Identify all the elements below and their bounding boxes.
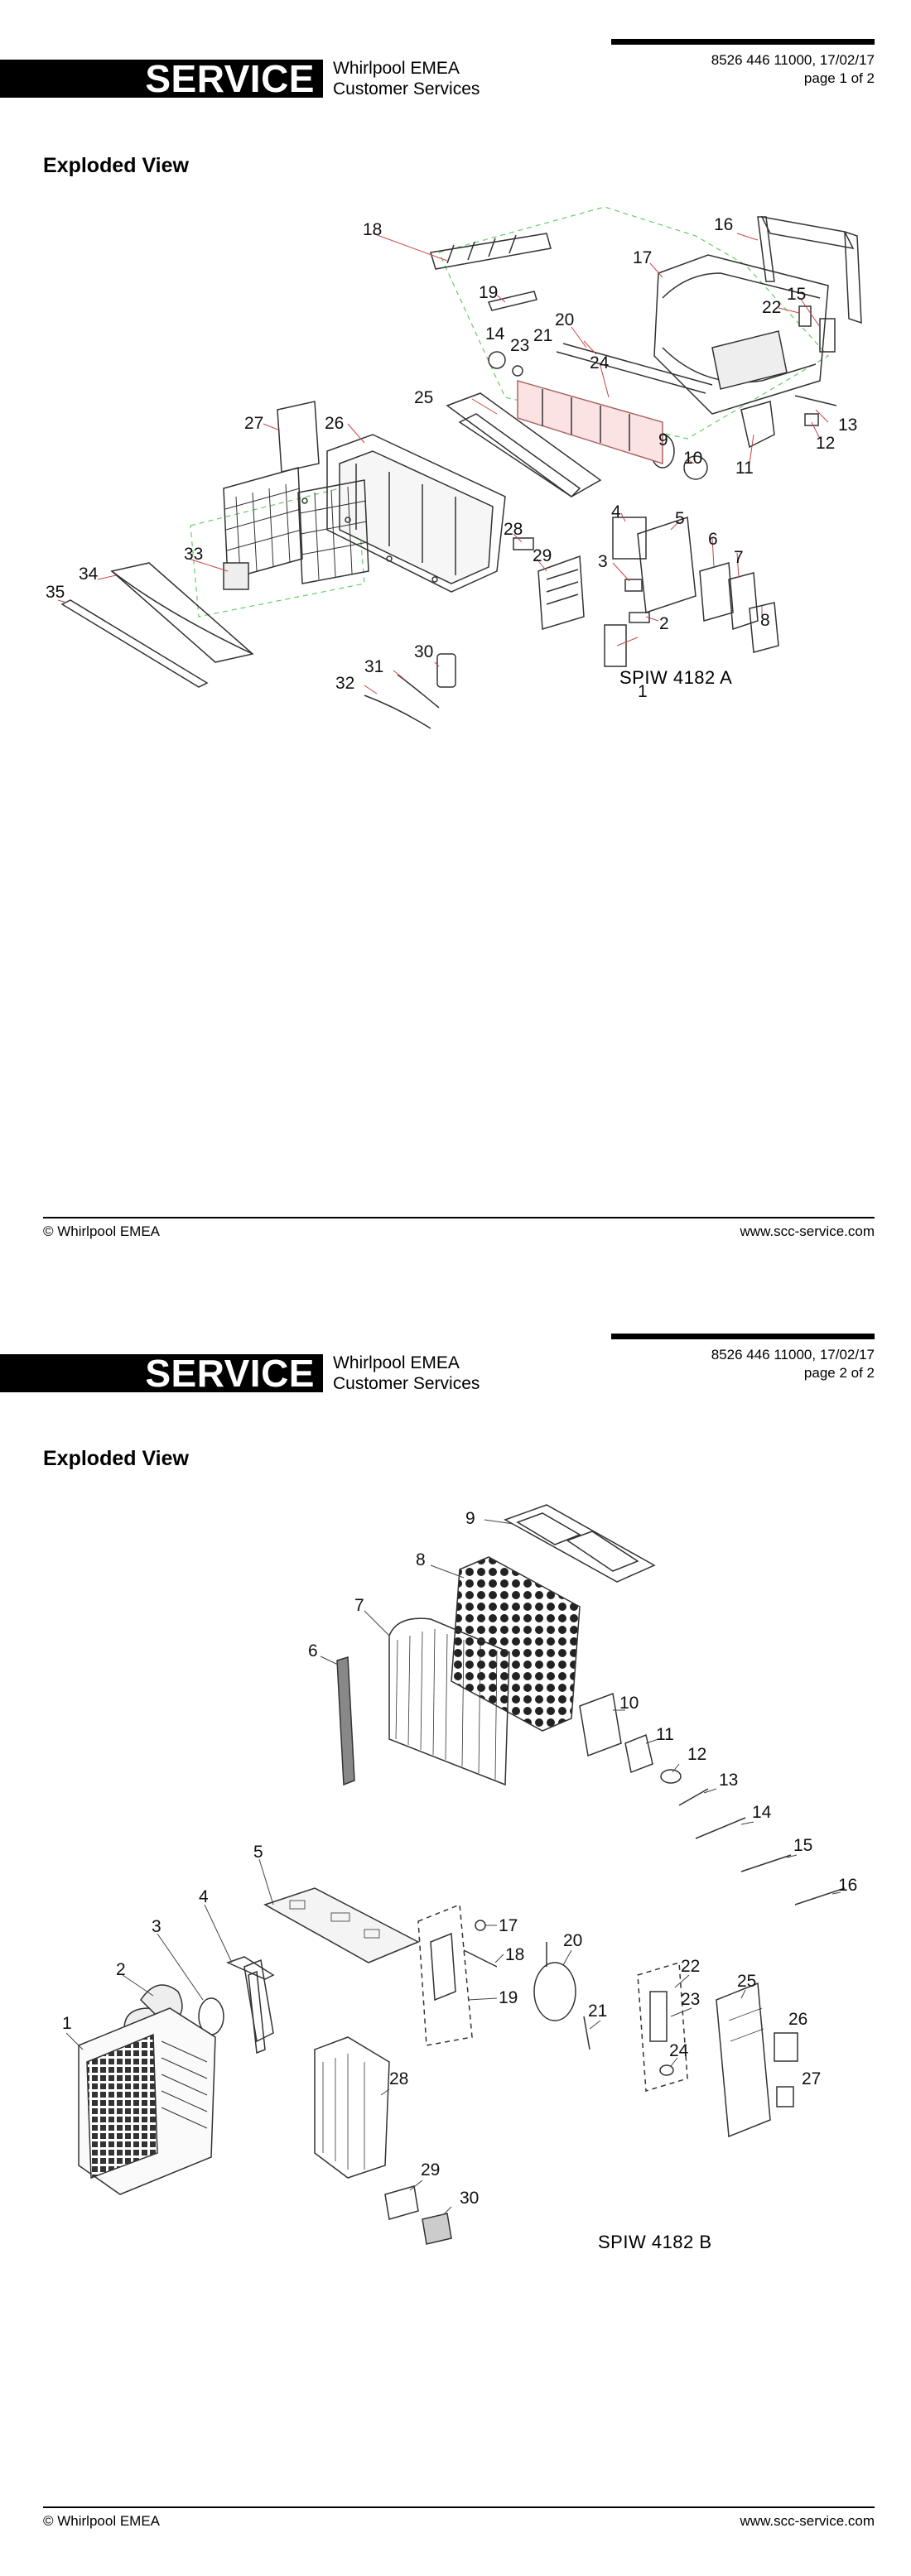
part-label: 18 xyxy=(363,220,382,239)
footer-rule xyxy=(43,2506,875,2508)
part-label: 18 xyxy=(505,1945,524,1964)
part-label: 28 xyxy=(389,2069,408,2088)
part-label: 9 xyxy=(658,430,668,449)
part-label: 21 xyxy=(588,2002,607,2021)
company-line-1: Whirlpool EMEA xyxy=(333,59,460,78)
footer-website-link[interactable]: www.scc-service.com xyxy=(740,1223,875,1239)
page-number: page 2 of 2 xyxy=(803,1365,875,1381)
page-number: page 1 of 2 xyxy=(803,70,875,86)
part-label: 14 xyxy=(485,324,505,344)
part-label: 27 xyxy=(244,414,263,433)
part-label: 34 xyxy=(79,565,99,584)
part-label: 22 xyxy=(762,298,781,317)
section-title: Exploded View xyxy=(43,1447,189,1470)
part-label: 10 xyxy=(619,1694,639,1713)
part-label: 19 xyxy=(479,283,498,302)
service-logo: SERVICE xyxy=(0,1354,323,1392)
part-label: 35 xyxy=(46,583,65,602)
part-label: 30 xyxy=(460,2189,479,2208)
indoor-unit-exploded-diagram: 1 2 3 4 5 6 7 8 9 10 11 12 13 14 15 16 1… xyxy=(46,206,862,729)
part-label: 1 xyxy=(638,682,648,701)
reference-number: 8526 446 11000, 17/02/17 xyxy=(711,1347,875,1362)
part-label: 23 xyxy=(510,336,529,355)
part-label: 8 xyxy=(416,1550,426,1569)
page-2: SERVICE Whirlpool EMEA Customer Services… xyxy=(0,1288,911,2576)
part-label: 13 xyxy=(719,1771,738,1790)
part-label: 26 xyxy=(325,414,344,433)
part-label: 19 xyxy=(499,1988,518,2007)
part-label: 15 xyxy=(787,285,806,304)
part-label: 20 xyxy=(555,310,574,329)
section-title: Exploded View xyxy=(43,154,189,177)
company-line-2: Customer Services xyxy=(333,1374,480,1393)
part-label: 13 xyxy=(838,416,857,435)
part-label: 5 xyxy=(253,1843,263,1862)
part-label: 14 xyxy=(752,1803,772,1822)
part-label: 5 xyxy=(675,509,685,528)
part-label: 24 xyxy=(669,2041,689,2060)
part-number-labels-page-1: 1 2 3 4 5 6 7 8 9 10 11 12 13 14 15 16 1… xyxy=(46,215,857,701)
company-line-1: Whirlpool EMEA xyxy=(333,1353,460,1372)
part-label: 26 xyxy=(788,2010,807,2029)
footer-website-link[interactable]: www.scc-service.com xyxy=(740,2513,875,2529)
part-label: 8 xyxy=(760,611,770,630)
part-label: 22 xyxy=(681,1957,700,1976)
part-label: 16 xyxy=(838,1876,857,1895)
part-label: 12 xyxy=(816,434,835,453)
part-label: 11 xyxy=(735,459,754,478)
part-label: 11 xyxy=(656,1725,674,1744)
part-label: 16 xyxy=(714,215,733,234)
document-reference: 8526 446 11000, 17/02/17 page 1 of 2 xyxy=(711,51,875,88)
part-label: 32 xyxy=(335,674,354,693)
part-label: 29 xyxy=(533,546,552,565)
part-label: 1 xyxy=(62,2014,72,2033)
diagram-caption: SPIW 4182 B xyxy=(598,2232,712,2252)
part-label: 25 xyxy=(737,1972,756,1991)
part-label: 30 xyxy=(414,642,433,661)
part-label: 23 xyxy=(681,1990,700,2009)
part-label: 4 xyxy=(199,1887,209,1906)
part-label: 21 xyxy=(533,326,552,345)
part-label: 10 xyxy=(683,449,702,468)
part-number-labels-page-2: 1 2 3 4 5 6 7 8 9 10 11 12 13 14 15 16 1… xyxy=(62,1509,857,2208)
part-label: 7 xyxy=(734,548,744,567)
company-name: Whirlpool EMEA Customer Services xyxy=(333,1353,480,1394)
part-label: 17 xyxy=(633,248,652,267)
document-reference: 8526 446 11000, 17/02/17 page 2 of 2 xyxy=(711,1346,875,1382)
header-rule xyxy=(611,1334,875,1339)
part-label: 4 xyxy=(611,502,621,521)
outdoor-unit-exploded-diagram: 1 2 3 4 5 6 7 8 9 10 11 12 13 14 15 16 1… xyxy=(62,1504,857,2245)
footer-copyright: © Whirlpool EMEA xyxy=(43,1223,161,1239)
part-label: 28 xyxy=(504,520,523,539)
part-label: 25 xyxy=(414,388,433,407)
service-logo: SERVICE xyxy=(0,60,323,98)
company-line-2: Customer Services xyxy=(333,79,480,99)
part-label: 2 xyxy=(116,1960,126,1979)
part-label: 9 xyxy=(465,1509,475,1528)
part-label: 31 xyxy=(364,657,383,676)
part-label: 6 xyxy=(308,1641,318,1660)
diagram-caption: SPIW 4182 A xyxy=(619,667,733,688)
part-label: 24 xyxy=(590,353,610,372)
header-rule xyxy=(611,39,875,45)
part-label: 2 xyxy=(659,614,669,633)
part-label: 15 xyxy=(793,1836,812,1855)
footer-copyright: © Whirlpool EMEA xyxy=(43,2513,161,2529)
part-label: 3 xyxy=(152,1917,161,1936)
part-label: 3 xyxy=(598,552,608,571)
page-1: SERVICE Whirlpool EMEA Customer Services… xyxy=(0,39,875,1239)
part-label: 6 xyxy=(708,530,718,549)
part-label: 33 xyxy=(184,545,203,564)
part-label: 7 xyxy=(354,1596,364,1615)
footer-rule xyxy=(43,1217,875,1218)
reference-number: 8526 446 11000, 17/02/17 xyxy=(711,52,875,68)
part-label: 17 xyxy=(499,1916,518,1935)
company-name: Whirlpool EMEA Customer Services xyxy=(333,58,480,99)
part-label: 27 xyxy=(802,2069,821,2088)
part-label: 29 xyxy=(421,2160,440,2180)
part-label: 20 xyxy=(563,1931,582,1950)
part-label: 12 xyxy=(687,1745,706,1764)
